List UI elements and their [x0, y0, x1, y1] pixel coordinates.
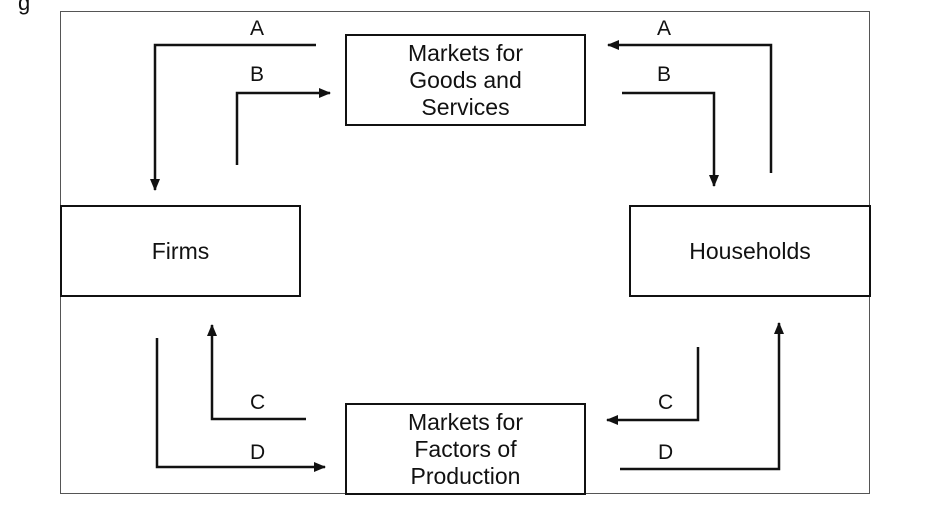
flow-arrow-bottom-left-d: [155, 338, 326, 472]
firms-box: Firms: [60, 205, 301, 297]
corner-text-fragment: g: [18, 0, 31, 15]
factor-market-box: Markets for Factors of Production: [345, 403, 586, 495]
flow-label-top-right-b: B: [657, 63, 672, 86]
households-box: Households: [629, 205, 871, 297]
flow-arrow-top-right-b: [622, 91, 719, 187]
firms-label: Firms: [151, 237, 210, 264]
flow-label-bottom-left-c: C: [250, 391, 266, 414]
flow-label-top-right-a: A: [657, 17, 672, 40]
households-label: Households: [689, 237, 811, 264]
flow-arrow-bottom-right-d: [620, 322, 784, 471]
flow-label-top-left-a: A: [250, 17, 265, 40]
flow-label-bottom-right-d: D: [658, 441, 674, 464]
goods-market-box: Markets for Goods and Services: [345, 34, 586, 126]
goods-market-label: Markets for Goods and Services: [407, 39, 524, 120]
flow-arrow-bottom-right-c: [606, 347, 700, 425]
factor-market-label: Markets for Factors of Production: [407, 408, 524, 489]
flow-label-top-left-b: B: [250, 63, 265, 86]
flow-arrow-bottom-left-c: [207, 324, 306, 421]
flow-arrow-top-left-a: [150, 43, 316, 191]
flow-arrow-top-left-b: [235, 88, 331, 165]
flow-label-bottom-right-c: C: [658, 391, 674, 414]
flow-arrow-top-right-a: [607, 40, 773, 173]
flow-label-bottom-left-d: D: [250, 441, 266, 464]
